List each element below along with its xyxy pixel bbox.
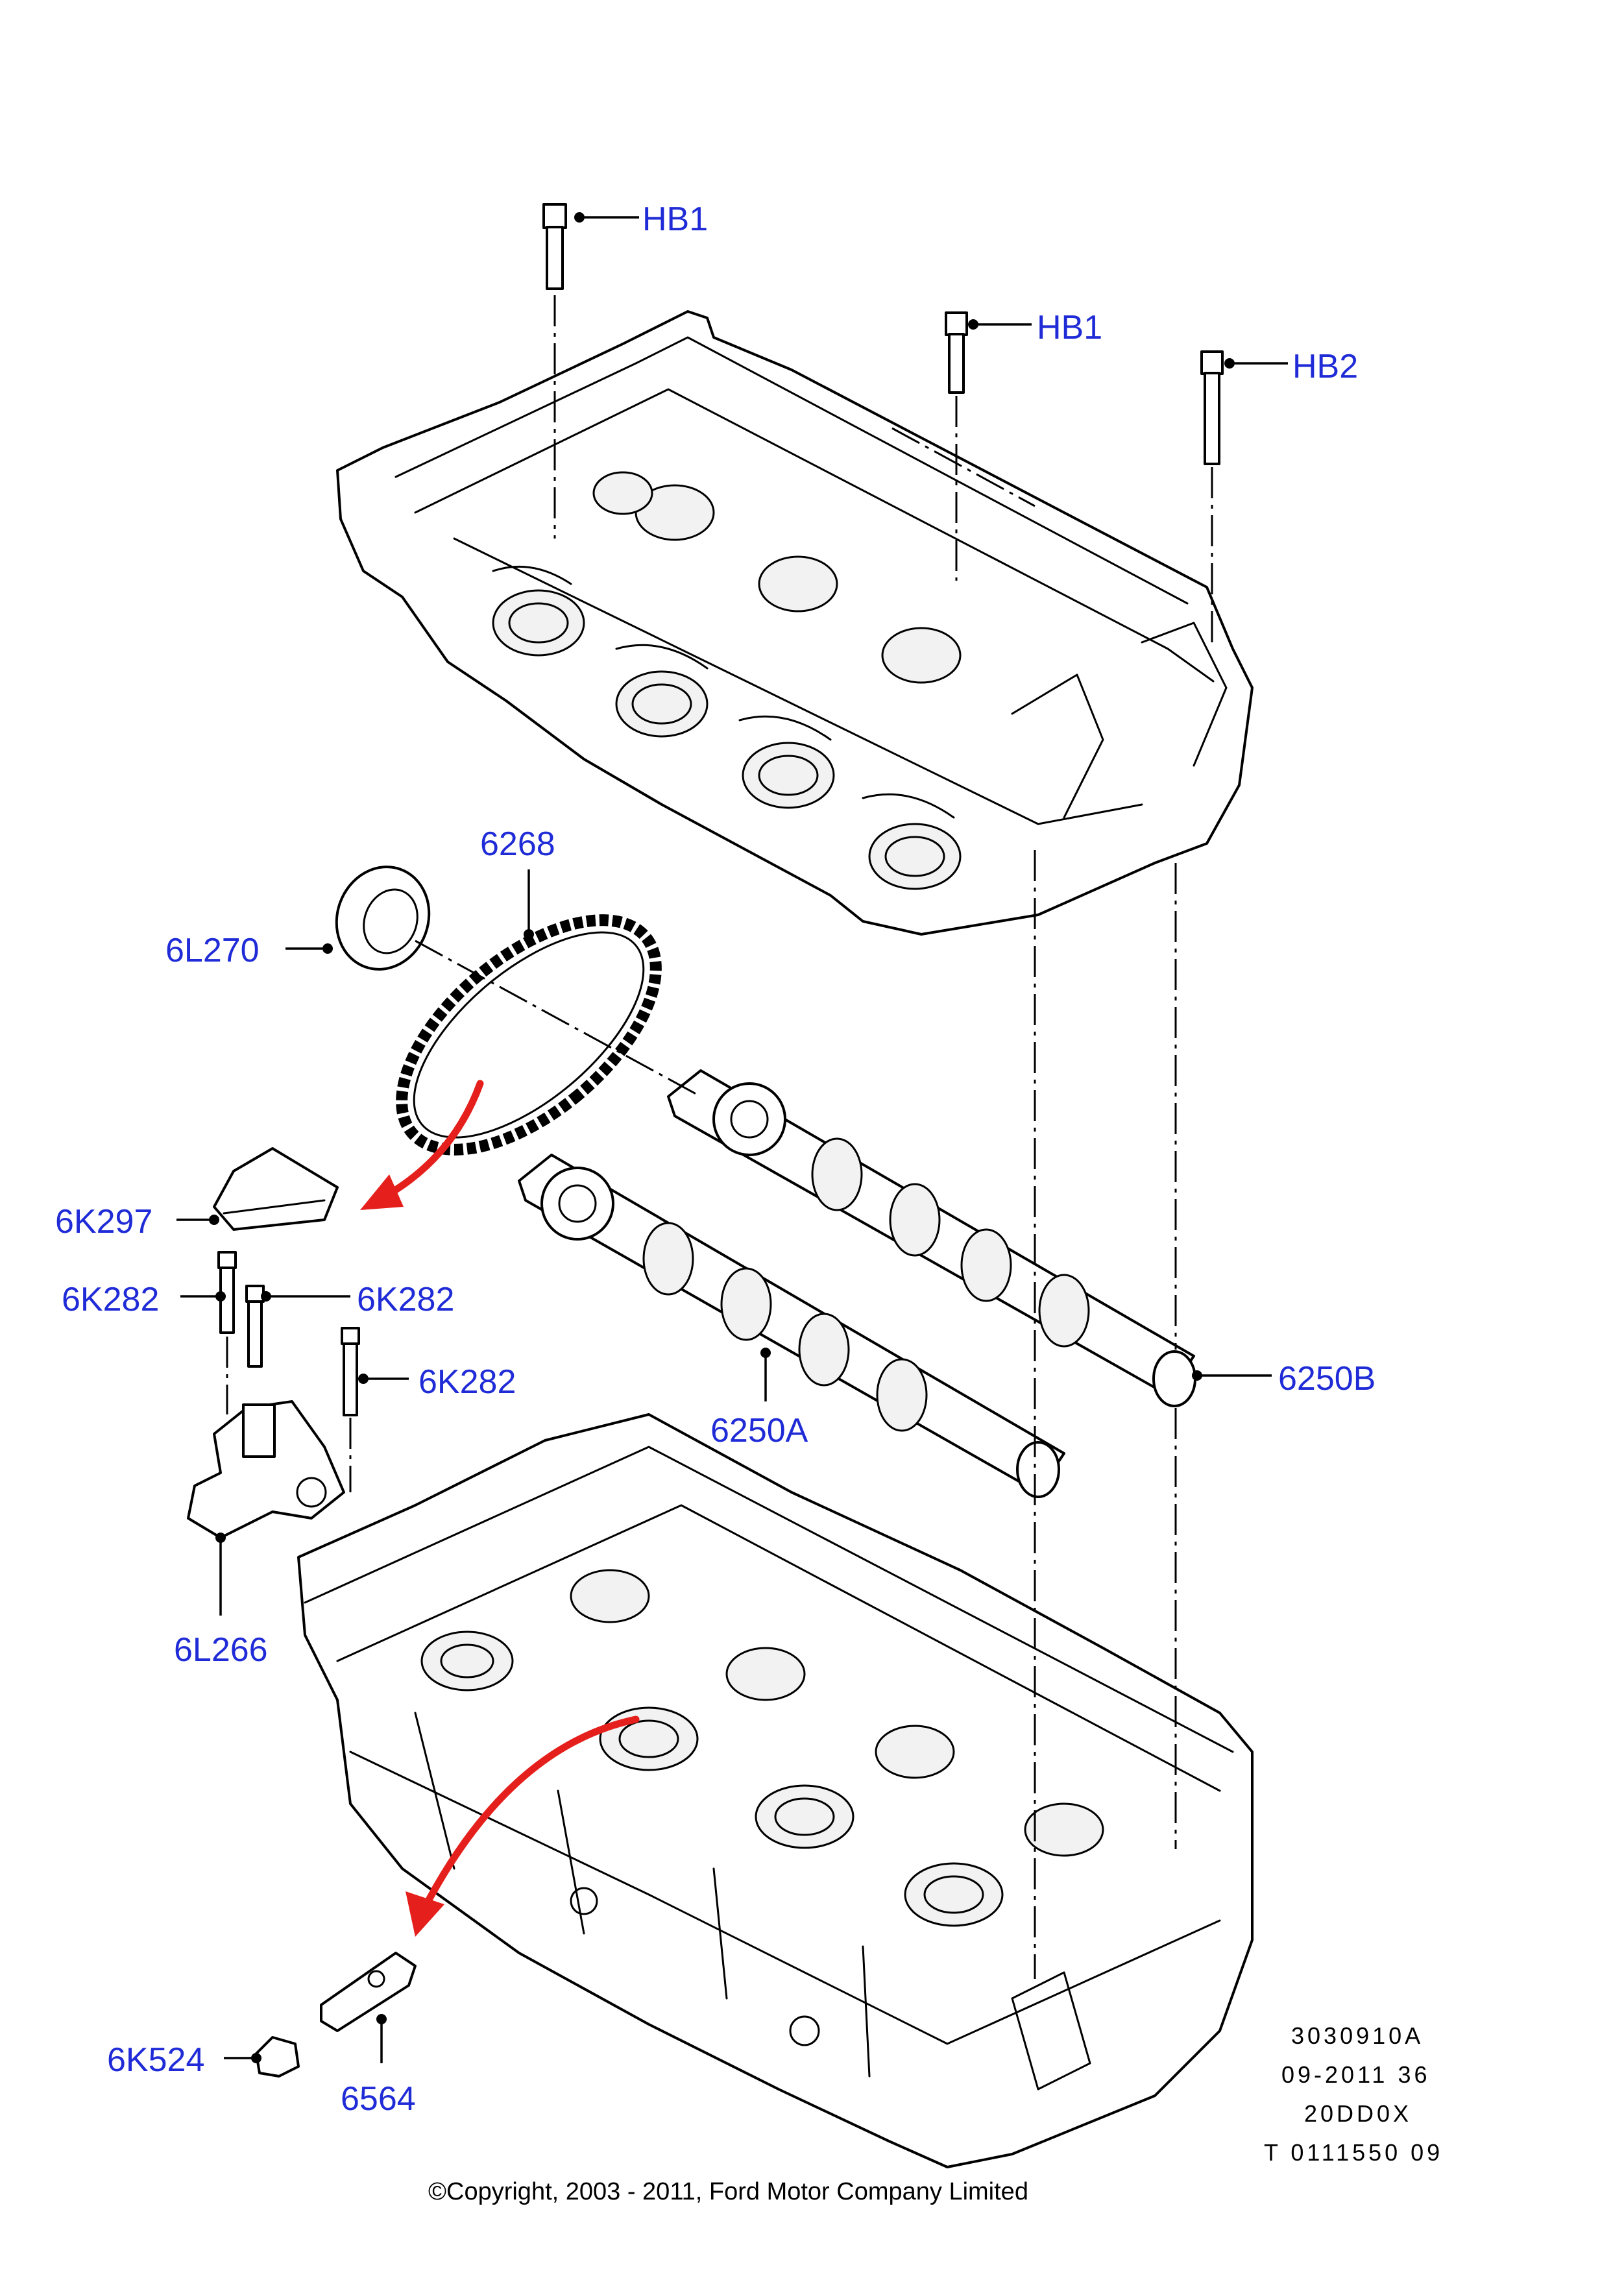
- label-6250B: 6250B: [1278, 1360, 1376, 1398]
- bolt-HB2: [1200, 350, 1224, 465]
- bolt-6K282-c: [341, 1327, 360, 1416]
- cylinder-head: [297, 1413, 1254, 2168]
- camshaft-carrier: [336, 310, 1254, 936]
- tensioner-6L266: [187, 1400, 345, 1539]
- rocker-arm-6564: [320, 1952, 417, 2032]
- camshaft-6250B: [667, 1069, 1196, 1407]
- lash-adjuster-6K524: [255, 2036, 300, 2078]
- reference-line-2: 09-2011 36: [1281, 2061, 1431, 2088]
- leaders: [176, 212, 1288, 2063]
- reference-line-4: T 0111550 09: [1264, 2139, 1443, 2166]
- alignment-lines: [226, 295, 1213, 1979]
- label-6L266: 6L266: [174, 1631, 268, 1669]
- label-HB1-top: HB1: [642, 200, 708, 238]
- reference-line-1: 3030910A: [1291, 2022, 1424, 2049]
- label-6K524: 6K524: [107, 2041, 204, 2079]
- label-6K282-b: 6K282: [357, 1281, 454, 1318]
- camshaft-6250A: [518, 1154, 1065, 1498]
- bolt-6K282-a: [217, 1251, 237, 1334]
- chain-guide-6K297: [213, 1147, 339, 1231]
- red-arrow-upper: [360, 1080, 484, 1210]
- label-6L270: 6L270: [165, 932, 260, 969]
- label-6K282-a: 6K282: [62, 1281, 159, 1318]
- bolt-6K282-b: [245, 1285, 265, 1368]
- label-6268: 6268: [480, 825, 555, 863]
- label-6250A: 6250A: [710, 1412, 808, 1449]
- label-HB1-mid: HB1: [1037, 309, 1102, 346]
- bolt-HB1-top: [542, 203, 567, 290]
- bolt-HB1-mid: [945, 311, 968, 394]
- label-6K282-c: 6K282: [418, 1363, 516, 1401]
- label-6K297: 6K297: [55, 1203, 152, 1241]
- label-HB2: HB2: [1292, 348, 1358, 385]
- seal-6L270: [335, 866, 431, 971]
- label-6564: 6564: [341, 2080, 416, 2118]
- reference-line-3: 20DD0X: [1304, 2100, 1412, 2127]
- copyright-notice: ©Copyright, 2003 - 2011, Ford Motor Comp…: [428, 2178, 1028, 2205]
- red-arrow-lower: [406, 1715, 640, 1937]
